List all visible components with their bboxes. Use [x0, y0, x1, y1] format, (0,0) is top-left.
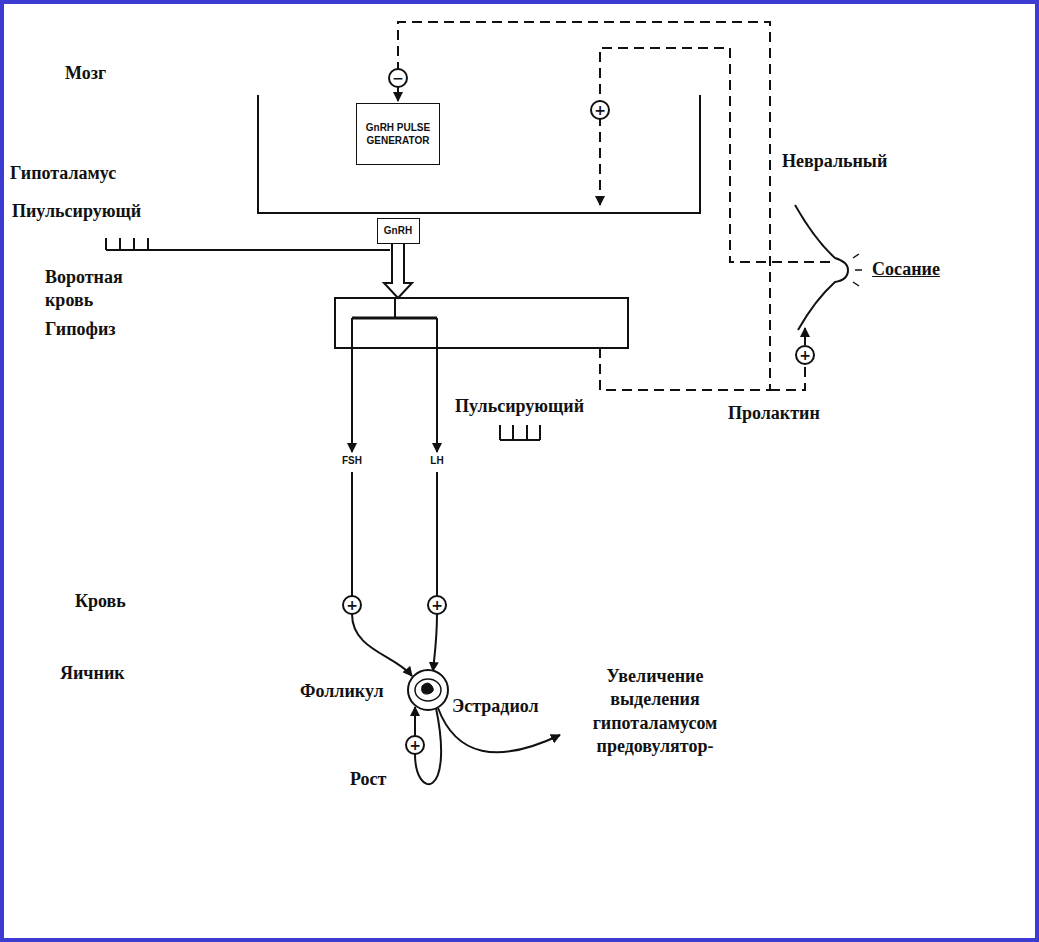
process-label: Рост [350, 768, 386, 791]
lh-to-follicle [433, 614, 437, 671]
region-label: Кровь [75, 590, 126, 613]
feedback-sign: + [796, 346, 814, 364]
inhibit-arrow [397, 87, 399, 101]
sign-circle [428, 596, 446, 614]
pulse-generator-box: GnRH PULSE GENERATOR [356, 103, 440, 165]
feedback-sign: − [389, 69, 407, 87]
region-label: Гипоталамус [10, 162, 116, 185]
sign-circle [591, 101, 609, 119]
node-text: GnRH [384, 224, 412, 238]
region-label: Воротная кровь [45, 266, 145, 313]
fsh-line [351, 472, 353, 596]
feedback-sign: + [343, 596, 361, 614]
portal-arrow [384, 240, 412, 298]
feedback-sign: + [591, 101, 609, 119]
sign-circle [343, 596, 361, 614]
feedback-sign: + [406, 736, 424, 754]
structure-label: Фолликул [300, 680, 384, 703]
fsh-to-follicle [352, 614, 412, 676]
brain-outline [258, 95, 700, 213]
signal-label: Пульсирующий [455, 395, 584, 418]
lh-arrow [436, 318, 438, 452]
sign-circle [406, 736, 424, 754]
prolactin-feedback [398, 22, 770, 390]
follicle-antrum [415, 679, 441, 701]
hormone-label: FSH [342, 455, 362, 467]
region-label: Гипофиз [45, 318, 116, 341]
feedback-sign: + [428, 596, 446, 614]
hormone-label: LH [430, 455, 443, 467]
region-label: Мозг [65, 62, 106, 85]
node-text: GnRH PULSE GENERATOR [363, 121, 433, 148]
signal-label: Пиульсирующй [12, 200, 141, 223]
sign-circle [796, 346, 814, 364]
effect-note: Увеличение выделения гипоталамусом предо… [570, 665, 740, 759]
suckling-marks [853, 254, 862, 286]
hormone-label: Эстрадиол [452, 695, 539, 718]
oocyte [422, 683, 434, 694]
pulse-wave [500, 425, 540, 440]
stimulus-label: Сосание [872, 258, 940, 281]
hormone-box: GnRH [377, 218, 420, 244]
pathway-label: Невральный [782, 150, 887, 173]
pituitary-box [335, 298, 628, 348]
region-label: Яичник [60, 662, 125, 685]
fsh-arrow [351, 318, 353, 452]
pituitary-split [352, 317, 437, 320]
hormone-label: Пролактин [728, 402, 820, 425]
follicle [408, 670, 448, 710]
pituitary-stem [394, 298, 396, 318]
growth-arrow [414, 707, 416, 736]
lh-line [436, 472, 438, 596]
breast-outline [795, 205, 848, 330]
sign-circle [389, 69, 407, 87]
pulse-wave [106, 238, 390, 250]
